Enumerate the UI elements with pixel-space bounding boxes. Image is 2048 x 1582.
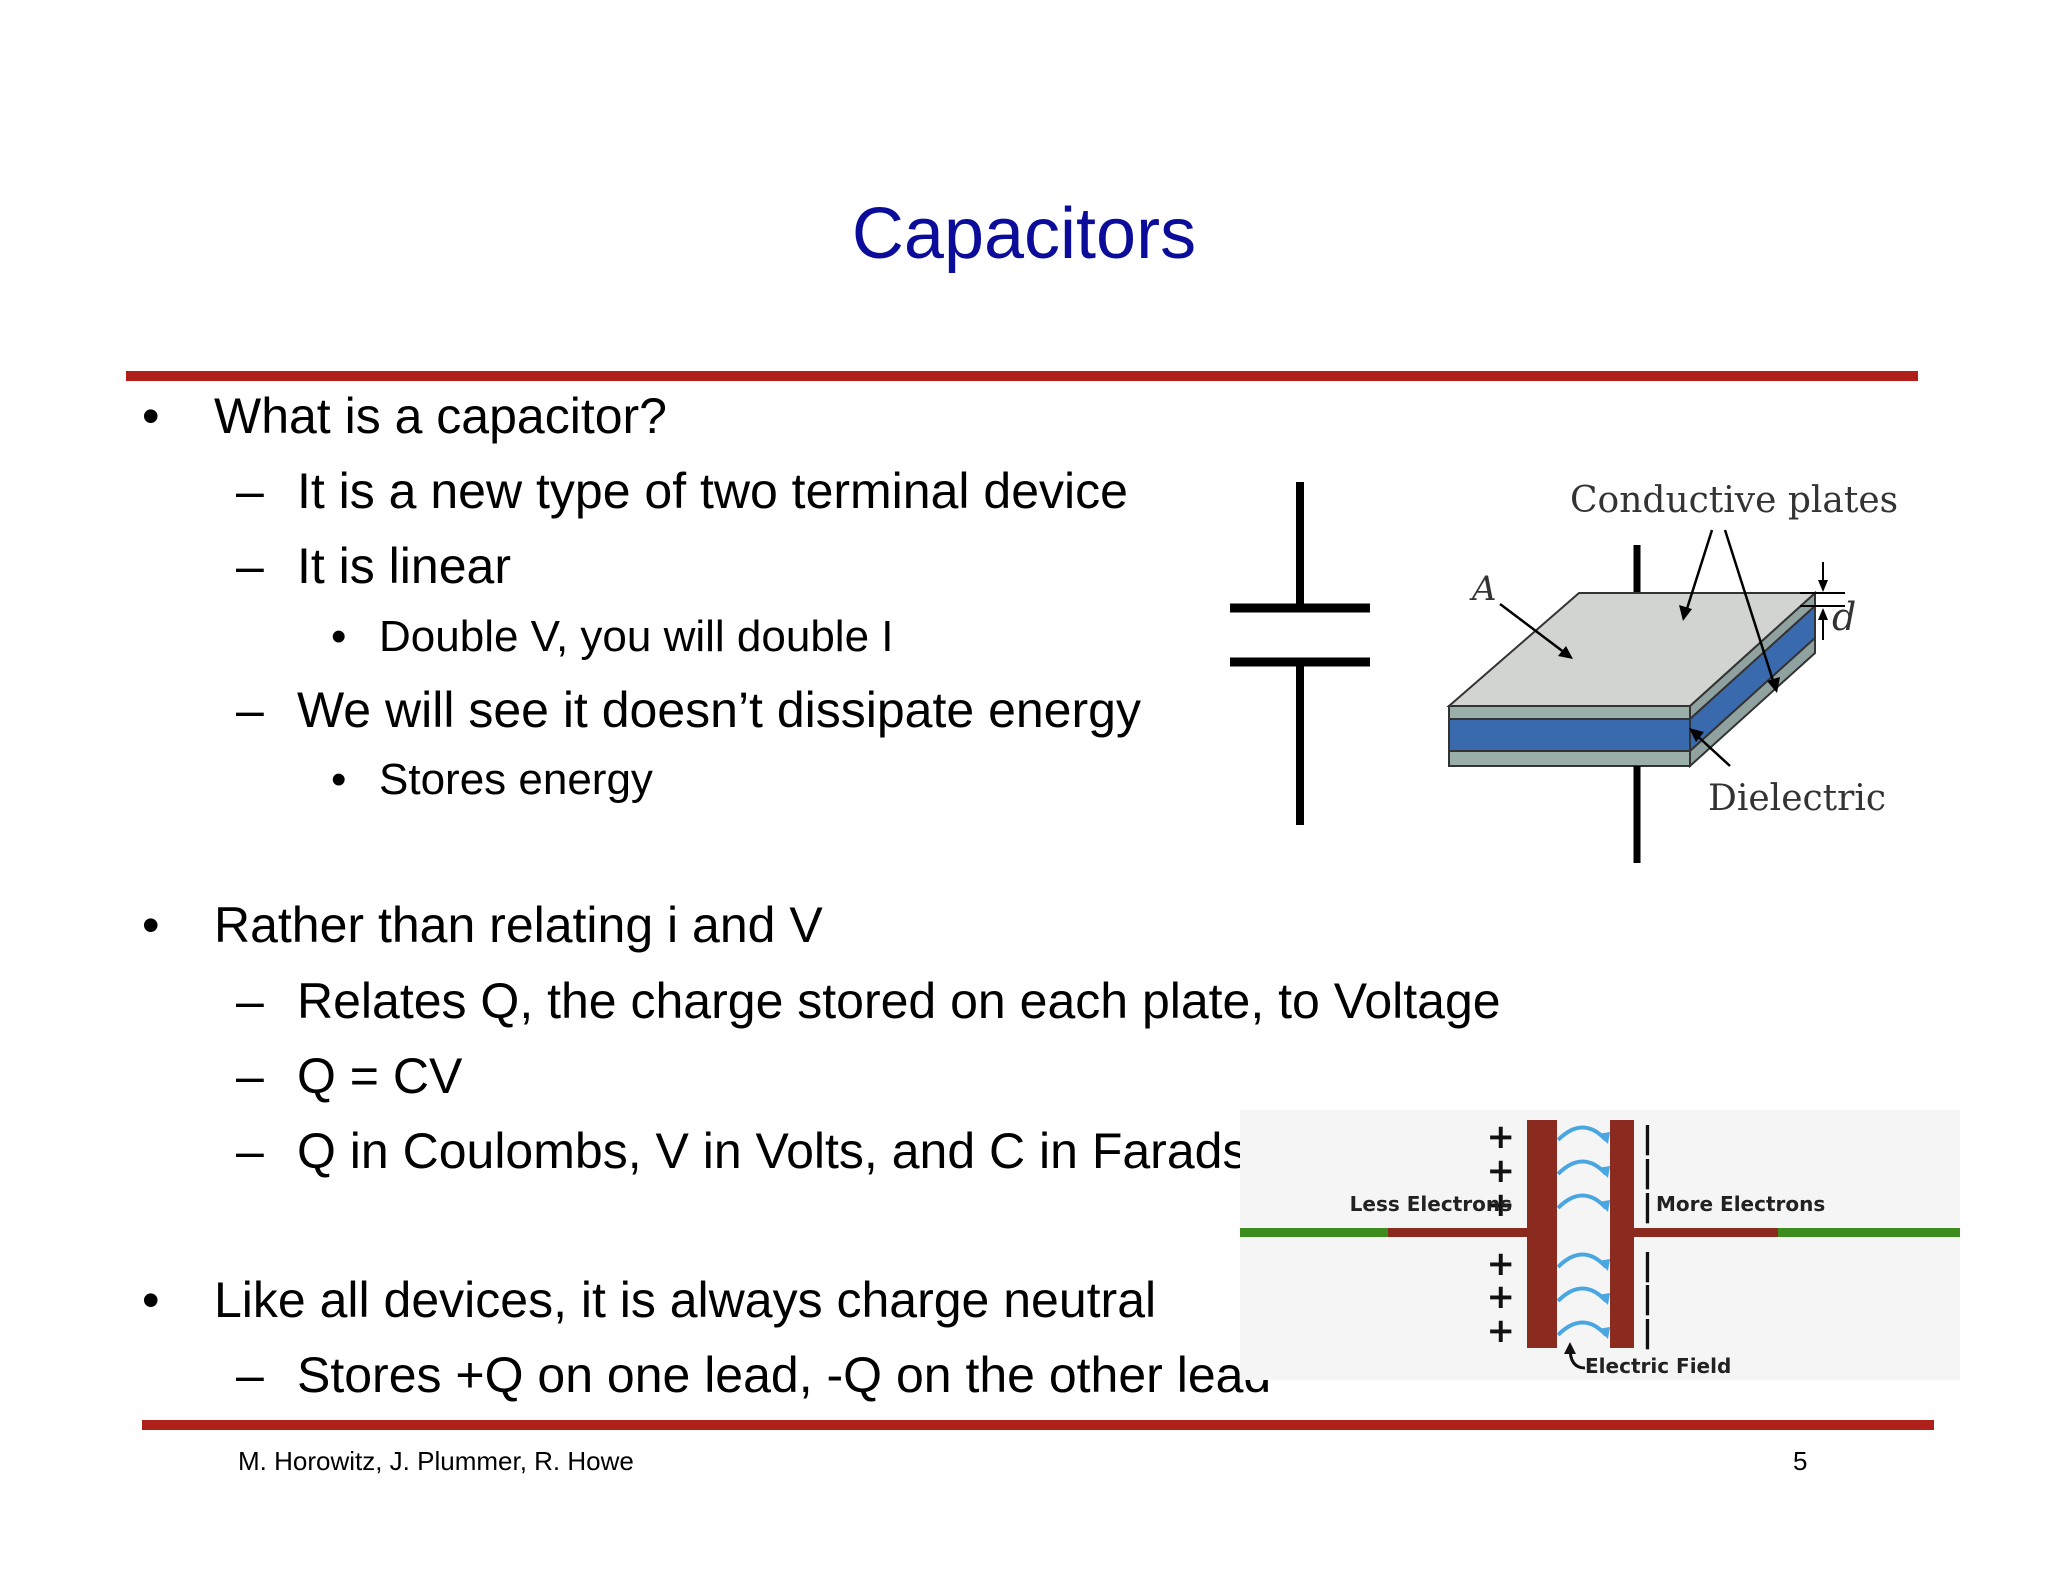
capacitor-symbol-icon [1230, 482, 1370, 825]
subbullet-two-terminal: It is a new type of two terminal device [297, 463, 1128, 519]
dash-mark: – [236, 463, 264, 519]
bullet-rather-than: Rather than relating i and V [214, 897, 823, 953]
subbullet-no-dissipate: We will see it doesn’t dissipate energy [297, 682, 1141, 738]
plus-sign: + [1487, 1244, 1516, 1284]
bottom-divider [142, 1420, 1934, 1430]
charge-field-figure: + + + + + + | | | | | | Less Electrons M… [1240, 1110, 1960, 1380]
subbullet-relates-q: Relates Q, the charge stored on each pla… [297, 973, 1501, 1029]
small-bullet-mark: • [331, 755, 347, 804]
bullet-mark: • [142, 897, 160, 953]
dash-mark: – [236, 1048, 264, 1104]
dash-mark: – [236, 682, 264, 738]
small-bullet-mark: • [331, 612, 347, 661]
page-number: 5 [1793, 1446, 1808, 1476]
dash-mark: – [236, 1123, 264, 1179]
minus-sign: | [1642, 1189, 1653, 1224]
bullet-mark: • [142, 388, 160, 444]
bullet-mark: • [142, 1272, 160, 1328]
conductive-plates-label: Conductive plates [1570, 480, 1898, 521]
subsubbullet-stores-energy: Stores energy [379, 755, 653, 804]
dash-mark: – [236, 1347, 264, 1403]
dash-mark: – [236, 538, 264, 594]
bullet-what-is-capacitor: What is a capacitor? [214, 388, 667, 444]
minus-sign: | [1642, 1121, 1653, 1156]
plus-sign: + [1487, 1151, 1516, 1191]
minus-sign: | [1642, 1315, 1653, 1350]
plus-sign: + [1487, 1311, 1516, 1351]
less-electrons-label: Less Electrons [1350, 1192, 1512, 1216]
dielectric-label: Dielectric [1708, 778, 1886, 819]
bullet-charge-neutral: Like all devices, it is always charge ne… [214, 1272, 1157, 1328]
minus-sign: | [1642, 1248, 1653, 1283]
subbullet-linear: It is linear [297, 538, 511, 594]
area-label: A [1469, 569, 1497, 609]
subbullet-units: Q in Coulombs, V in Volts, and C in Fara… [297, 1123, 1248, 1179]
more-electrons-label: More Electrons [1656, 1192, 1825, 1216]
top-divider [126, 371, 1918, 381]
plus-sign: + [1487, 1185, 1516, 1225]
minus-sign: | [1642, 1155, 1653, 1190]
subbullet-stores-q: Stores +Q on one lead, -Q on the other l… [297, 1347, 1272, 1403]
minus-sign: | [1642, 1281, 1653, 1316]
footer-authors: M. Horowitz, J. Plummer, R. Howe [238, 1446, 634, 1476]
plus-sign: + [1487, 1117, 1516, 1157]
dash-mark: – [236, 973, 264, 1029]
distance-label: d [1832, 595, 1856, 639]
subsubbullet-double-v: Double V, you will double I [379, 612, 894, 661]
subbullet-q-equals-cv: Q = CV [297, 1048, 463, 1104]
electric-field-label: Electric Field [1585, 1354, 1731, 1378]
parallel-plate-figure: Conductive plates A d Dielectric [1446, 480, 1898, 863]
slide-title: Capacitors [851, 194, 1197, 274]
plus-sign: + [1487, 1277, 1516, 1317]
